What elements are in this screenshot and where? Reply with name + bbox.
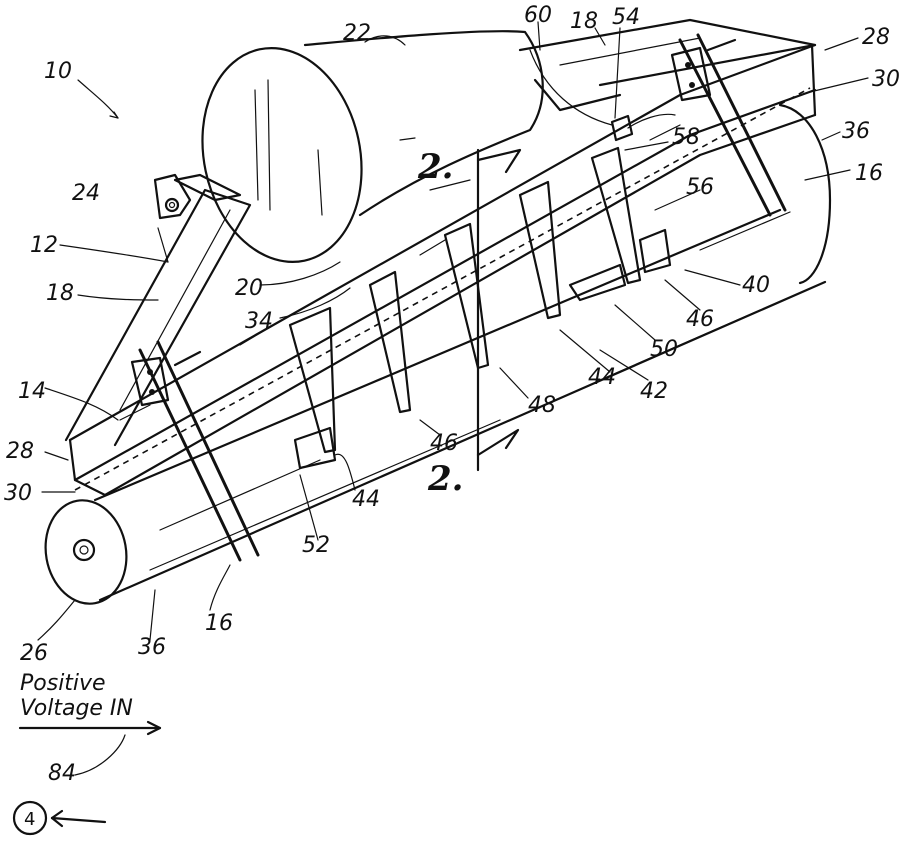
ref-44-left: 44 [352, 487, 380, 512]
ref-54: 54 [612, 5, 640, 30]
section-mark-upper: 2. [417, 147, 454, 187]
ref-44-right: 44 [588, 365, 616, 390]
ref-22: 22 [343, 21, 371, 46]
hitch-plate [153, 173, 192, 220]
ref-46-right: 46 [686, 307, 714, 332]
clamp-straps [288, 146, 642, 454]
sheet-marker: 4 [12, 800, 48, 836]
ref-48: 48 [528, 393, 556, 418]
ref-46-left: 46 [430, 431, 458, 456]
ref-16-left: 16 [205, 611, 233, 636]
electrode-plates [293, 228, 672, 470]
ref-26: 26 [20, 641, 48, 666]
ref-12: 12 [30, 233, 58, 258]
ref-18-left: 18 [46, 281, 74, 306]
reference-numerals: 10 12 14 16 16 18 18 20 22 24 26 28 28 3… [4, 3, 900, 786]
ref-42: 42 [640, 379, 668, 404]
caption-line-2: Voltage IN [20, 696, 133, 721]
ref-40: 40 [742, 273, 770, 298]
ref-28-top: 28 [862, 25, 890, 50]
bracket-left [130, 340, 260, 562]
ref-28-left: 28 [6, 439, 34, 464]
ref-18-top: 18 [570, 9, 598, 34]
caption-line-1: Positive [20, 671, 106, 696]
control-box [529, 49, 676, 142]
ref-30-left: 30 [4, 481, 32, 506]
ref-34: 34 [245, 309, 273, 334]
ref-52: 52 [302, 533, 330, 558]
ref-14: 14 [18, 379, 46, 404]
leader-lines [18, 21, 869, 828]
ref-56: 56 [686, 175, 714, 200]
roller-drum [44, 103, 832, 605]
ref-60: 60 [524, 3, 552, 28]
ref-20: 20 [235, 276, 263, 301]
ref-24: 24 [72, 181, 100, 206]
ref-58: 58 [672, 125, 700, 150]
bracket-right [670, 33, 787, 217]
ref-30-right: 30 [872, 67, 900, 92]
sheet-number: 4 [24, 809, 35, 830]
section-mark-lower: 2. [427, 459, 464, 499]
ref-36-right: 36 [842, 119, 870, 144]
ref-50: 50 [650, 337, 678, 362]
beam [68, 43, 817, 497]
ref-16-right: 16 [855, 161, 883, 186]
ref-84: 84 [48, 761, 76, 786]
tank [201, 30, 544, 263]
section-line [476, 148, 522, 472]
ref-36-left: 36 [138, 635, 166, 660]
ref-10: 10 [44, 59, 72, 84]
